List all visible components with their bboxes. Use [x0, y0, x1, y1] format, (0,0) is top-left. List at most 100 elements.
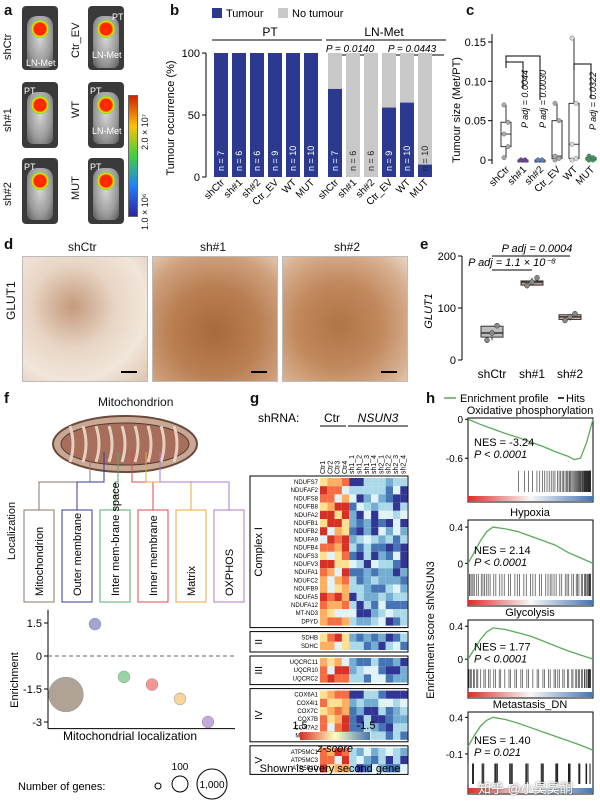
heatmap-cell: [334, 715, 342, 724]
point-shCtr: [494, 322, 500, 329]
heatmap-cell: [400, 633, 408, 642]
heatmap-cell: [363, 690, 372, 699]
heatmap-cell: [349, 707, 357, 716]
y-tick-label: 0: [457, 655, 463, 666]
heatmap-cell: [393, 756, 401, 765]
heatmap-cell: [393, 633, 401, 642]
heatmap-cell: [349, 609, 357, 618]
heatmap-cell: [378, 723, 386, 732]
bar-tumour-shCtr: [214, 53, 228, 177]
image-label-pt: PT: [24, 86, 36, 96]
y-tick-label: 0: [457, 415, 463, 426]
heatmap-cell: [400, 576, 408, 585]
heatmap-cell: [327, 617, 335, 626]
heatmap-cell: [400, 592, 408, 601]
y-tick-label: 200: [438, 251, 456, 263]
heatmap-cell: [363, 560, 372, 569]
heatmap-cell: [356, 764, 364, 773]
heatmap-cell: [356, 584, 364, 593]
heatmap-cell: [385, 641, 393, 650]
bar-tumour-WT: [400, 102, 414, 177]
size-legend-circle-medium: [171, 775, 189, 793]
group-label-lnmet: LN-Met: [364, 25, 404, 39]
point-sh#2: [567, 314, 573, 320]
heatmap-cell: [371, 707, 379, 716]
heatmap-cell: [320, 510, 328, 519]
heatmap-cell: [356, 723, 364, 732]
heatmap-cell: [349, 764, 357, 773]
heatmap-cell: [378, 633, 386, 642]
y-tick-label: 50: [188, 110, 200, 122]
heatmap-cell: [371, 756, 379, 765]
heatmap-cell: [385, 592, 393, 601]
heatmap-cell: [327, 478, 335, 487]
heatmap-cell: [400, 617, 408, 626]
heatmap-cell: [363, 584, 372, 593]
point-shCtr: [501, 102, 507, 108]
bar-n-label: n = 6: [366, 151, 376, 171]
heatmap-cell: [363, 494, 372, 503]
y-tick-label: -3: [32, 717, 42, 729]
heatmap-cell: [341, 592, 350, 601]
heatmap-cell: [400, 584, 408, 593]
heatmap-cell: [356, 502, 364, 511]
point-shCtr: [501, 155, 507, 161]
localization-box-1: [61, 509, 93, 603]
bar-no-tumour-WT: [400, 53, 414, 103]
y-axis-label: Enrichment: [9, 652, 21, 708]
heatmap-cell: [371, 641, 379, 650]
heatmap-cell: [363, 658, 372, 667]
heatmap-cell: [400, 666, 408, 675]
heatmap-cell: [327, 568, 335, 577]
size-legend-value: 1,000: [199, 780, 224, 791]
heatmap-cell: [334, 494, 342, 503]
heatmap-cell: [385, 609, 393, 618]
gene-label: COX7B: [298, 717, 318, 723]
heatmap-cell: [393, 764, 401, 773]
heatmap-cell: [371, 674, 379, 683]
y-axis-label: Tumour size (Met/PT): [451, 57, 463, 163]
heatmap-cell: [334, 502, 342, 511]
heatmap-cell: [393, 494, 401, 503]
heatmap-cell: [320, 666, 328, 675]
heatmap-cell: [378, 551, 386, 560]
image-label-pt: PT: [90, 162, 102, 172]
heatmap-cell: [363, 551, 372, 560]
legend-swatch-tumour: [212, 8, 222, 18]
heatmap-cell: [385, 707, 393, 716]
heatmap-cell: [349, 584, 357, 593]
heatmap-cell: [378, 527, 386, 536]
heatmap-cell: [327, 715, 335, 724]
pvalue-label: P = 0.0443: [388, 44, 437, 55]
bar-tumour-MUT: [418, 164, 432, 177]
heatmap-cell: [385, 698, 393, 707]
gsea-p-2: P < 0.0001: [474, 654, 527, 666]
heatmap-cell: [356, 698, 364, 707]
heatmap-cell: [334, 756, 342, 765]
column-label: sh1_4: [371, 455, 378, 474]
gene-label: SDHC: [301, 644, 319, 650]
heatmap-cell: [320, 584, 328, 593]
y-tick-label: -1.5: [23, 684, 42, 696]
pvalue-bracket: [573, 63, 592, 98]
heatmap-cell: [378, 576, 386, 585]
heatmap-cell: [341, 519, 350, 528]
zscore-colorbar: [300, 732, 370, 740]
bar-n-label: n = 10: [288, 146, 298, 171]
heatmap-cell: [400, 641, 408, 650]
heatmap-cell: [327, 641, 335, 650]
connector-0: [38, 452, 91, 510]
heatmap-cell: [393, 502, 401, 511]
heatmap-cell: [349, 641, 357, 650]
heatmap-cell: [393, 568, 401, 577]
heatmap-cell: [371, 519, 379, 528]
localization-box-5: [213, 509, 245, 603]
heatmap-cell: [341, 502, 350, 511]
heatmap-cell: [393, 510, 401, 519]
enrichment-curve-1: [467, 526, 594, 564]
heatmap-cell: [334, 617, 342, 626]
heatmap-cell: [356, 478, 364, 487]
heatmap-cell: [393, 707, 401, 716]
heatmap-cell: [349, 674, 357, 683]
